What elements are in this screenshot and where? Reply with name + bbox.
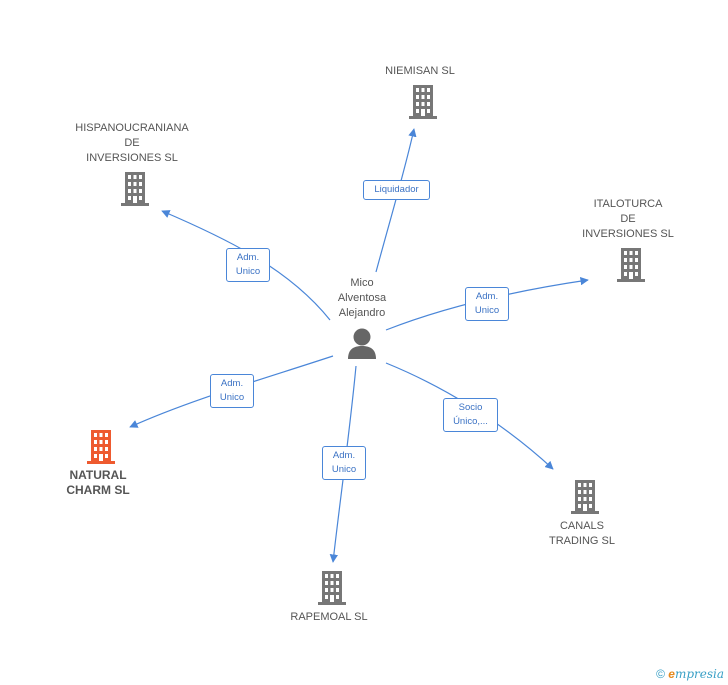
role-label-rapemoal[interactable]: Adm. Unico (322, 446, 366, 480)
company-label-hispano[interactable]: HISPANOUCRANIANA DE INVERSIONES SL (75, 122, 189, 164)
company-label-natural[interactable]: NATURAL CHARM SL (66, 468, 130, 497)
copyright-icon: © (656, 667, 665, 681)
role-label-natural[interactable]: Adm. Unico (210, 374, 254, 408)
person-name[interactable]: Mico Alventosa Alejandro (337, 277, 387, 319)
edge-niemisan (375, 128, 417, 273)
company-label-canals[interactable]: CANALS TRADING SL (548, 520, 615, 547)
building-icon-rapemoal[interactable] (318, 571, 346, 605)
building-icon-natural[interactable] (87, 430, 115, 464)
role-label-italoturca[interactable]: Adm. Unico (465, 287, 509, 321)
building-icon-canals[interactable] (571, 480, 599, 514)
role-label-canals[interactable]: Socio Único,... (443, 398, 498, 432)
company-label-italoturca[interactable]: ITALOTURCA DE INVERSIONES SL (582, 198, 674, 240)
brand-logo-text: mpresia (674, 667, 724, 681)
role-label-niemisan[interactable]: Liquidador (363, 180, 430, 200)
building-icon-niemisan[interactable] (409, 85, 437, 119)
building-icon-hispano[interactable] (121, 172, 149, 206)
company-label-rapemoal[interactable]: RAPEMOAL SL (290, 611, 368, 623)
brand-logo-e: e (668, 667, 675, 681)
building-icon-italoturca[interactable] (617, 248, 645, 282)
person-icon[interactable] (348, 328, 376, 360)
role-label-hispano[interactable]: Adm. Unico (226, 248, 270, 282)
company-label-niemisan[interactable]: NIEMISAN SL (385, 65, 455, 77)
brand-footer: © empresia (656, 667, 724, 681)
